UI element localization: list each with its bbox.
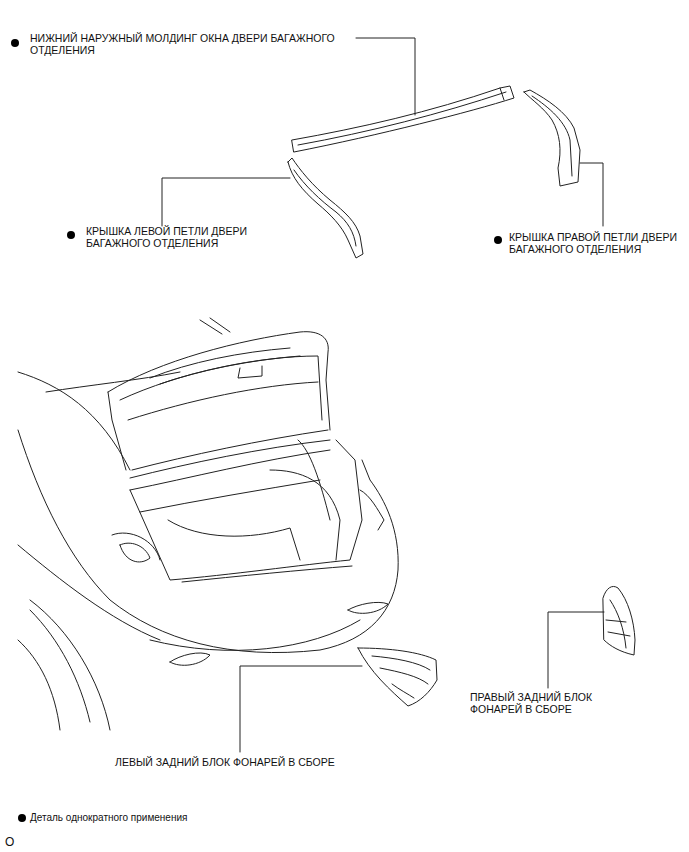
right-tail-light	[603, 586, 635, 655]
legend-item: Деталь однократного применения	[17, 812, 187, 824]
right-hinge-cover	[524, 90, 580, 186]
leader-lines	[162, 38, 604, 752]
legend-bullet	[17, 813, 27, 823]
part-name: КРЫШКА ЛЕВОЙ ПЕТЛИ ДВЕРИ БАГАЖНОГО ОТДЕЛ…	[86, 225, 262, 249]
molding	[292, 86, 514, 152]
part-name: ПРАВЫЙ ЗАДНИЙ БЛОК ФОНАРЕЙ В СБОРЕ	[470, 691, 610, 715]
bullet-marks	[11, 39, 502, 244]
part-name: НИЖНИЙ НАРУЖНЫЙ МОЛДИНГ ОКНА ДВЕРИ БАГАЖ…	[30, 32, 352, 56]
left-tail-light	[358, 648, 437, 706]
legend-text: Деталь однократного применения	[30, 812, 187, 824]
left-hinge-cover	[288, 158, 363, 258]
part-name: КРЫШКА ПРАВОЙ ПЕТЛИ ДВЕРИ БАГАЖНОГО ОТДЕ…	[509, 231, 685, 255]
part-name: ЛЕВЫЙ ЗАДНИЙ БЛОК ФОНАРЕЙ В СБОРЕ	[115, 756, 375, 768]
figure-code: O	[5, 836, 35, 848]
car-body	[18, 318, 398, 730]
